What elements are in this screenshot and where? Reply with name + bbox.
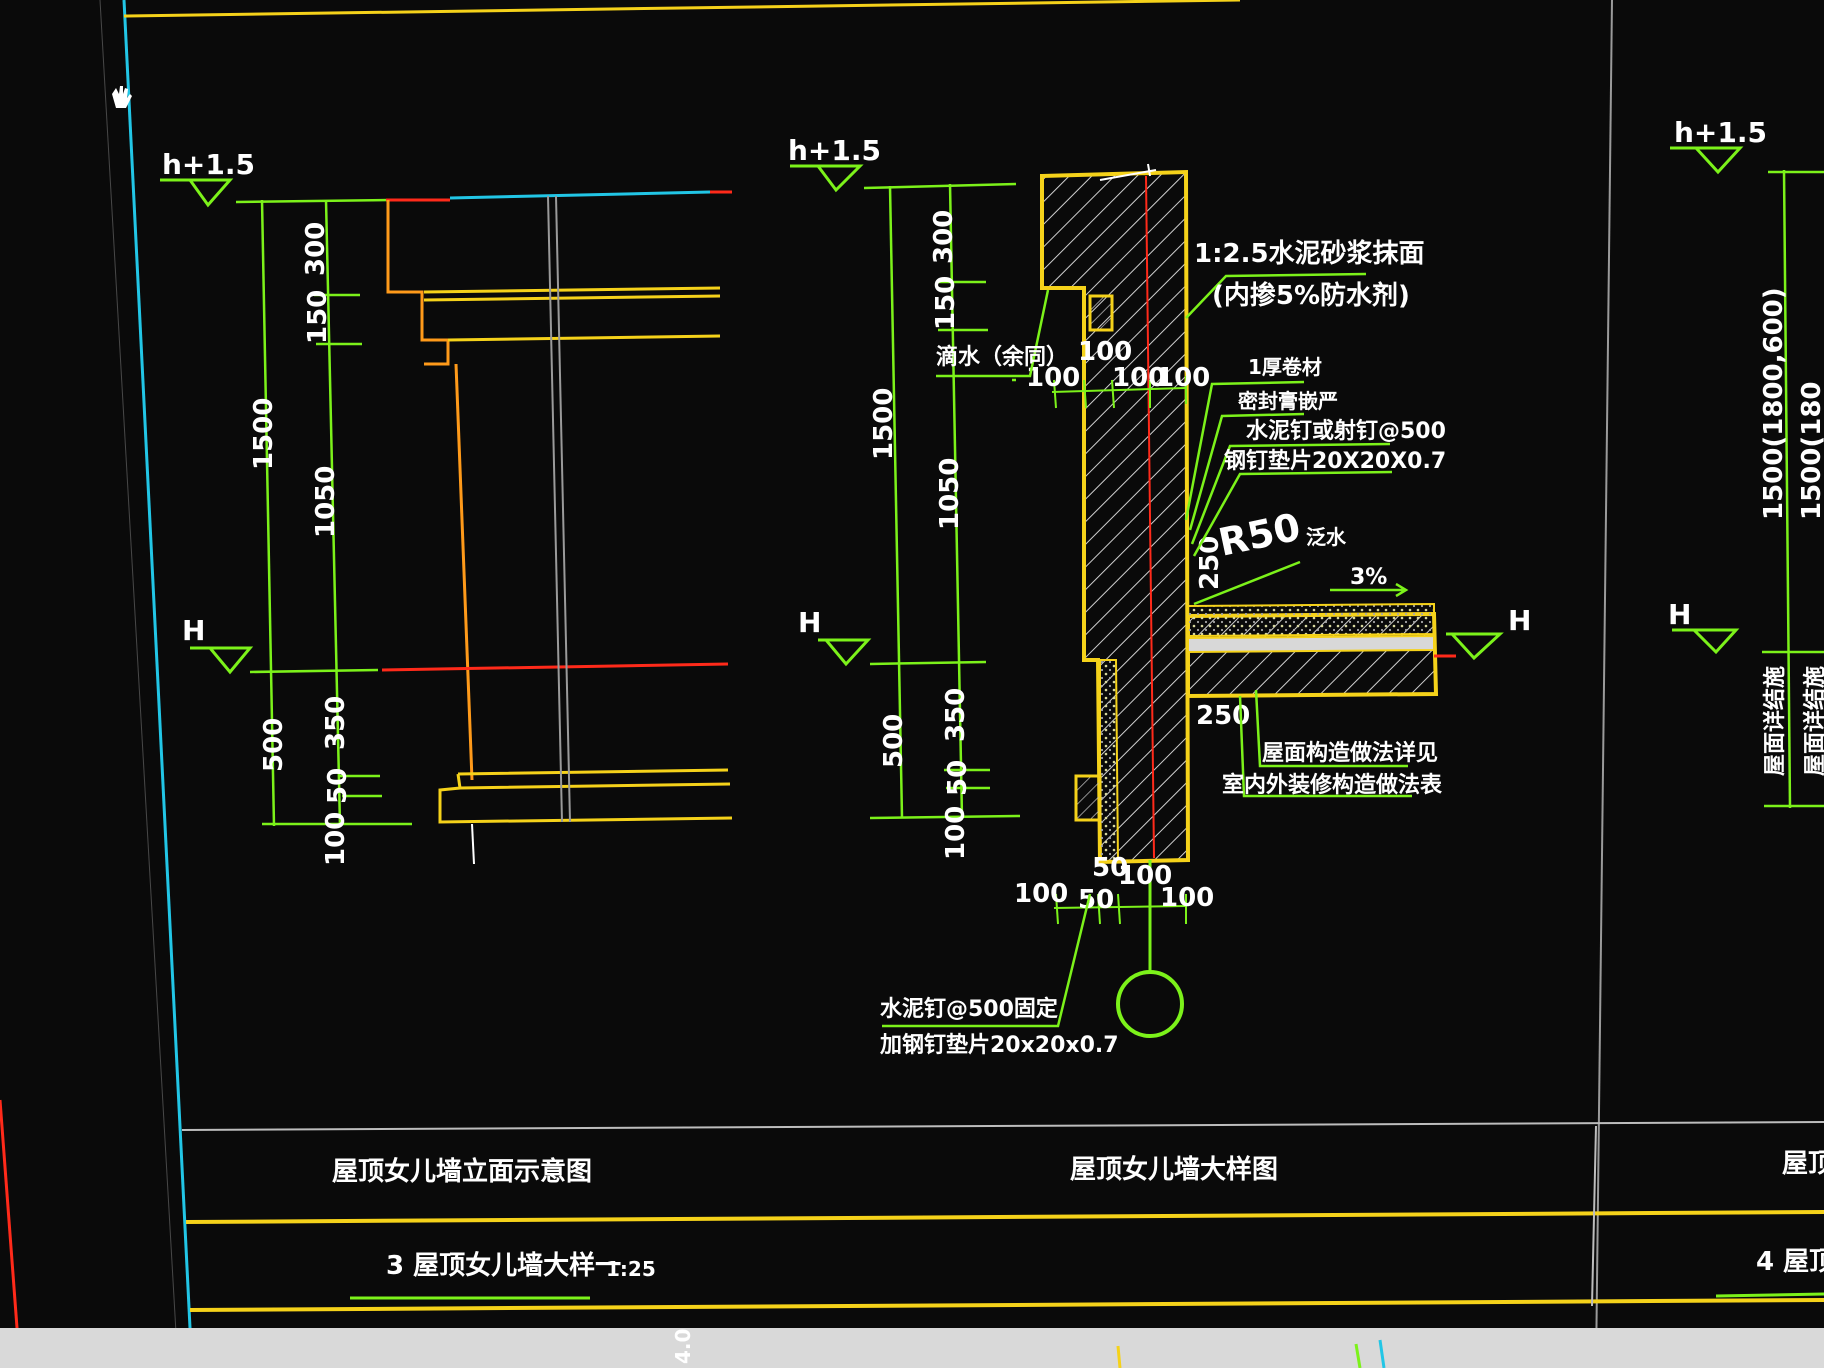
level-symbol-mid-right: H <box>1668 598 1740 655</box>
note-membrane: 1厚卷材 <box>1248 355 1322 379</box>
dim-right-partial: 1500(180 <box>1797 381 1824 520</box>
note-drip: 滴水（余同） <box>936 344 1068 370</box>
dimension-chain-left <box>235 198 412 827</box>
level-label-right-center: H <box>1508 604 1531 637</box>
dimension-chain-center <box>863 182 1021 820</box>
dim-bottom-50-b: 50 <box>1092 853 1128 883</box>
center-section-view: h+1.5 H H 1500 500 300 <box>788 134 1531 1058</box>
dim-center-350: 350 <box>941 688 971 742</box>
title-left: 屋顶女儿墙立面示意图 <box>332 1156 592 1187</box>
title-scale: 1:25 <box>606 1257 656 1281</box>
level-label-mid-left: H <box>182 614 205 647</box>
level-symbol-mid-left: H <box>182 614 254 675</box>
note-steel-top: 钢钉垫片20X20X0.7 <box>1224 448 1446 474</box>
note-sealant: 密封膏嵌严 <box>1238 389 1338 413</box>
dim-top-100-b: 100 <box>1078 337 1132 367</box>
note-mortar-line1: 1:2.5水泥砂浆抹面 <box>1194 238 1425 269</box>
dim-center-1050: 1050 <box>935 458 965 530</box>
title-bottom-right: 4 屋顶女 <box>1756 1246 1824 1277</box>
title-bottom-left: 3 屋顶女儿墙大样一 <box>386 1250 621 1281</box>
parapet-elevation-profile <box>381 190 733 865</box>
dimension-chain-right <box>1762 169 1824 809</box>
left-elevation-view: h+1.5 H 1500 500 300 150 1050 350 50 <box>160 148 733 866</box>
small-dims-center <box>1051 376 1187 925</box>
dim-center-150: 150 <box>931 276 961 330</box>
slope-label: 3% <box>1350 565 1387 590</box>
dim-left-300: 300 <box>301 222 331 276</box>
dim-left-100: 100 <box>321 812 351 866</box>
level-label-mid-center: H <box>798 606 821 639</box>
level-label-top-center: h+1.5 <box>788 134 881 167</box>
note-interior-ref: 室内外装修构造做法表 <box>1222 772 1443 798</box>
bottom-strip-mark: 4.0 <box>671 1329 695 1364</box>
level-symbol-right-center: H <box>1446 604 1531 661</box>
dim-center-500: 500 <box>879 714 909 768</box>
title-center: 屋顶女儿墙大样图 <box>1070 1154 1278 1185</box>
level-label-top-left: h+1.5 <box>162 148 255 181</box>
dim-bottom-100-b: 100 <box>1118 861 1172 891</box>
dim-top-100-a: 100 <box>1026 363 1080 393</box>
parapet-section <box>1040 163 1456 1038</box>
dim-bottom-100-a: 100 <box>1014 879 1068 909</box>
dim-bottom-50-a: 50 <box>1078 885 1114 915</box>
dim-center-1500: 1500 <box>869 388 899 460</box>
dim-bottom-100-c: 100 <box>1160 883 1214 913</box>
dim-left-50: 50 <box>323 768 353 804</box>
dim-center-50: 50 <box>943 760 973 796</box>
level-label-mid-right: H <box>1668 598 1691 631</box>
note-roof-ref: 屋面构造做法详见 <box>1262 740 1438 766</box>
dim-top-100-d: 100 <box>1156 363 1210 393</box>
dim-left-500: 500 <box>259 718 289 772</box>
dim-right-main: 1500(1800,600) <box>1759 287 1789 520</box>
title-block: 屋顶女儿墙立面示意图 屋顶女儿墙大样图 屋顶 3 屋顶女儿墙大样一 1:25 4… <box>332 1149 1824 1368</box>
title-right: 屋顶 <box>1782 1149 1824 1179</box>
hand-pan-icon <box>112 86 132 108</box>
note-mortar-line2: (内掺5%防水剂) <box>1212 280 1410 311</box>
note-nail-top: 水泥钉或射钉@500 <box>1246 418 1446 444</box>
level-symbol-mid-center: H <box>798 606 872 667</box>
level-symbol-top-center: h+1.5 <box>788 134 881 193</box>
dim-left-150: 150 <box>303 290 333 344</box>
level-symbol-top-left: h+1.5 <box>160 148 255 208</box>
annotation-notes-center: 1:2.5水泥砂浆抹面 (内掺5%防水剂) 滴水（余同） 1厚卷材 密封膏嵌严 … <box>879 238 1446 1058</box>
dim-left-1500: 1500 <box>249 398 279 470</box>
right-partial-view: h+1.5 H 1500(1800,600) 1500(180 屋面详结施 屋面… <box>1668 116 1824 809</box>
dim-top-100-c: 100 <box>1112 363 1166 393</box>
level-label-top-right: h+1.5 <box>1674 116 1767 149</box>
note-flashing: 泛水 <box>1306 525 1347 549</box>
detail-index-circle <box>1116 970 1184 1038</box>
dimension-texts-center: 1500 500 300 150 1050 350 50 100 <box>869 210 973 860</box>
note-steel-bottom: 加钢钉垫片20x20x0.7 <box>879 1032 1119 1058</box>
level-symbol-top-right: h+1.5 <box>1670 116 1767 175</box>
leader-lines-center <box>882 272 1412 1028</box>
dimension-texts-left: 1500 500 300 150 1050 350 50 100 <box>249 222 353 866</box>
dim-center-100: 100 <box>941 806 971 860</box>
dim-left-350: 350 <box>321 696 351 750</box>
dim-center-300: 300 <box>929 210 959 264</box>
dim-left-1050: 1050 <box>311 466 341 538</box>
right-side-text-2: 屋面详结施 <box>1802 666 1824 776</box>
slope-arrow-icon <box>1330 582 1409 598</box>
right-side-text-1: 屋面详结施 <box>1762 666 1788 776</box>
note-nail-bottom: 水泥钉@500固定 <box>880 996 1058 1022</box>
